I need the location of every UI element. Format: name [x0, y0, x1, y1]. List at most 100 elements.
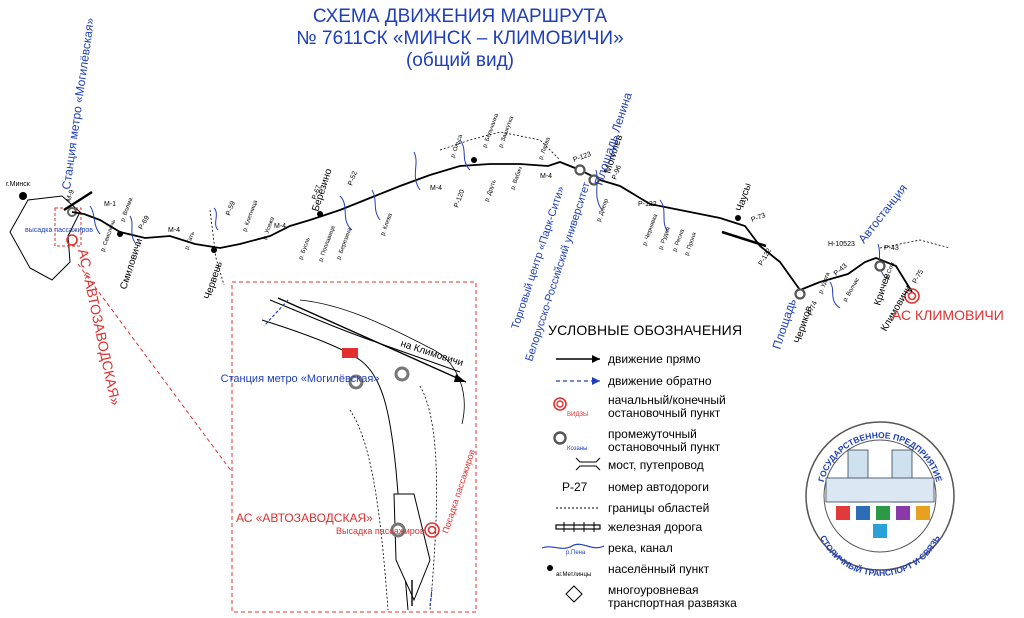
krichev-label: Кричев	[872, 272, 893, 307]
legend-interchange-label: многоуровневая транспортная развязка	[608, 583, 737, 610]
minsk-label: г.Минск	[6, 181, 31, 188]
road-r73: Р-73	[750, 212, 766, 224]
cherven-dot	[211, 247, 217, 253]
map-title: СХЕМА ДВИЖЕНИЯ МАРШРУТА № 7611СК «МИНСК …	[240, 6, 680, 72]
inset-metro-stop-2	[394, 366, 410, 382]
road-r122b: Р-122	[758, 247, 773, 267]
river-6	[413, 151, 421, 191]
legend-bridge-label: мост, путепровод	[608, 458, 704, 472]
railway-2	[721, 230, 767, 248]
inset-boarding-stop	[424, 522, 440, 538]
legend-bridge-symbol	[575, 457, 601, 471]
road-r52: Р-52	[347, 170, 359, 186]
legend-terminal-inner	[556, 400, 564, 408]
inset-as-label: АС «АВТОЗАВОДСКАЯ»	[236, 511, 373, 525]
minsk-dot	[19, 192, 27, 200]
road-r67: Р-67	[311, 184, 323, 200]
legend-terminal-sample: ВИДЗЫ	[567, 412, 588, 418]
inset-metro-label-text: Станция метро «Могилёвская»	[221, 373, 380, 385]
as-avtozavodskaya-marker	[66, 234, 78, 246]
river-9	[659, 199, 669, 233]
legend-railway-label: железная дорога	[608, 520, 703, 534]
legend-intermediate-label: промежуточный остановочный пункт	[608, 427, 721, 454]
inset-metro-label: Станция метро «Могилёвская»	[221, 373, 380, 385]
inset-road-edge-2	[419, 385, 437, 611]
metro-logo	[342, 348, 358, 358]
inset-up-arrow	[429, 589, 433, 607]
legend-backward-arrowhead	[592, 377, 600, 385]
river-label-9: р. Клева	[380, 212, 394, 237]
terminal-klimovichi-inner	[907, 291, 917, 301]
river-label-20: р. Удога	[818, 271, 831, 295]
stop-lenina	[588, 174, 600, 186]
inset-forward-arrowhead	[454, 374, 466, 382]
road-r96: Р-96	[611, 164, 623, 180]
river-label-17: р. Ресна	[672, 228, 686, 253]
region-border-2	[439, 131, 561, 161]
as-klimovichi-label: АС КЛИМОВИЧИ	[892, 307, 1004, 323]
inset-backward-arrow	[263, 299, 289, 327]
road-r123: Р-123	[572, 151, 592, 164]
railway-1	[63, 190, 93, 212]
river-7	[459, 139, 471, 171]
road-m1: М-1	[104, 201, 116, 208]
river-label-4: р. Клетница	[242, 199, 259, 233]
river-label-18: р. Проня	[684, 232, 698, 257]
smilovichi-dot	[117, 231, 123, 237]
legend-title: УСЛОВНЫЕ ОБОЗНАЧЕНИЯ	[548, 322, 743, 338]
road-m4a: М-4	[168, 227, 180, 234]
river-1	[89, 205, 101, 235]
region-border-1	[209, 209, 225, 286]
river-label-15: р. Чернявка	[642, 213, 659, 247]
river-label-12: р. Друть	[484, 179, 497, 203]
inset-forward-arrow	[277, 297, 467, 383]
river-label-11: р. Вабич	[510, 166, 524, 191]
legend-terminal-label: начальный/конечный остановочный пункт	[608, 393, 726, 420]
road-m4d: М-4	[540, 173, 552, 180]
road-m4c: М-4	[430, 185, 442, 192]
title-line-1: СХЕМА ДВИЖЕНИЯ МАРШРУТА	[312, 6, 608, 27]
road-r120: Р-120	[453, 189, 466, 209]
river-4	[339, 195, 353, 231]
stop-cherikov	[794, 288, 806, 300]
inset-road-curve-2	[261, 319, 409, 611]
river-label-16: р. Рудея	[658, 226, 672, 250]
avtostantsiya-label: Автостанция	[855, 181, 910, 245]
inset-metro-stop-1	[348, 374, 364, 390]
legend-road-sample: Р-27	[562, 480, 588, 494]
berezino-dot	[317, 211, 323, 217]
inset-boarding-stop-inner	[427, 525, 437, 535]
river-label-3: р. Гать	[184, 231, 196, 251]
river-3	[213, 207, 219, 231]
river-label-13: р. Лахва	[538, 136, 552, 161]
river-2	[129, 215, 137, 245]
legend-river-label: река, канал	[608, 541, 673, 555]
road-m4b: М-4	[274, 223, 286, 230]
stop-park-city	[574, 164, 586, 176]
road-r75: Р-75	[912, 269, 926, 285]
smilovichi-label: Смиловичи	[118, 237, 145, 291]
legend-river-symbol	[541, 543, 605, 549]
river-label-8: р. Березина	[336, 227, 353, 261]
river-label-23: р. Зашкутка	[498, 115, 515, 149]
river-11	[877, 243, 885, 277]
belynichi-dot	[471, 157, 477, 163]
inset-road-curve	[269, 299, 461, 373]
inset-frame	[231, 281, 477, 613]
legend-intermediate-symbol	[553, 431, 567, 445]
legend-intermediate-sample: Козаны	[567, 446, 587, 452]
metro-label: Станция метро «Могилёвская»	[59, 17, 97, 191]
company-logo: ГОСУДАРСТВЕННОЕ ПРЕДПРИЯТИЕ СТОЛИЧНЫЙ ТР…	[805, 421, 955, 578]
as-avtozavodskaya-label: АС «АВТОЗАВОДСКАЯ»	[75, 247, 124, 407]
inset-platform	[393, 493, 431, 602]
legend-interchange-symbol	[565, 585, 583, 603]
river-label-14: р. Днепр	[596, 197, 610, 222]
road-r74: Р-74	[807, 300, 819, 316]
legend-settlement-sample: аг.Метлинцы	[556, 572, 591, 578]
chausy-dot	[735, 215, 741, 221]
cherven-label: Червень	[202, 260, 225, 301]
legend-backward-label: движение обратно	[608, 374, 712, 388]
legend-borders-label: границы областей	[608, 501, 710, 515]
inset-road-curve-3	[299, 299, 465, 425]
title-line-3: (общий вид)	[405, 50, 515, 71]
